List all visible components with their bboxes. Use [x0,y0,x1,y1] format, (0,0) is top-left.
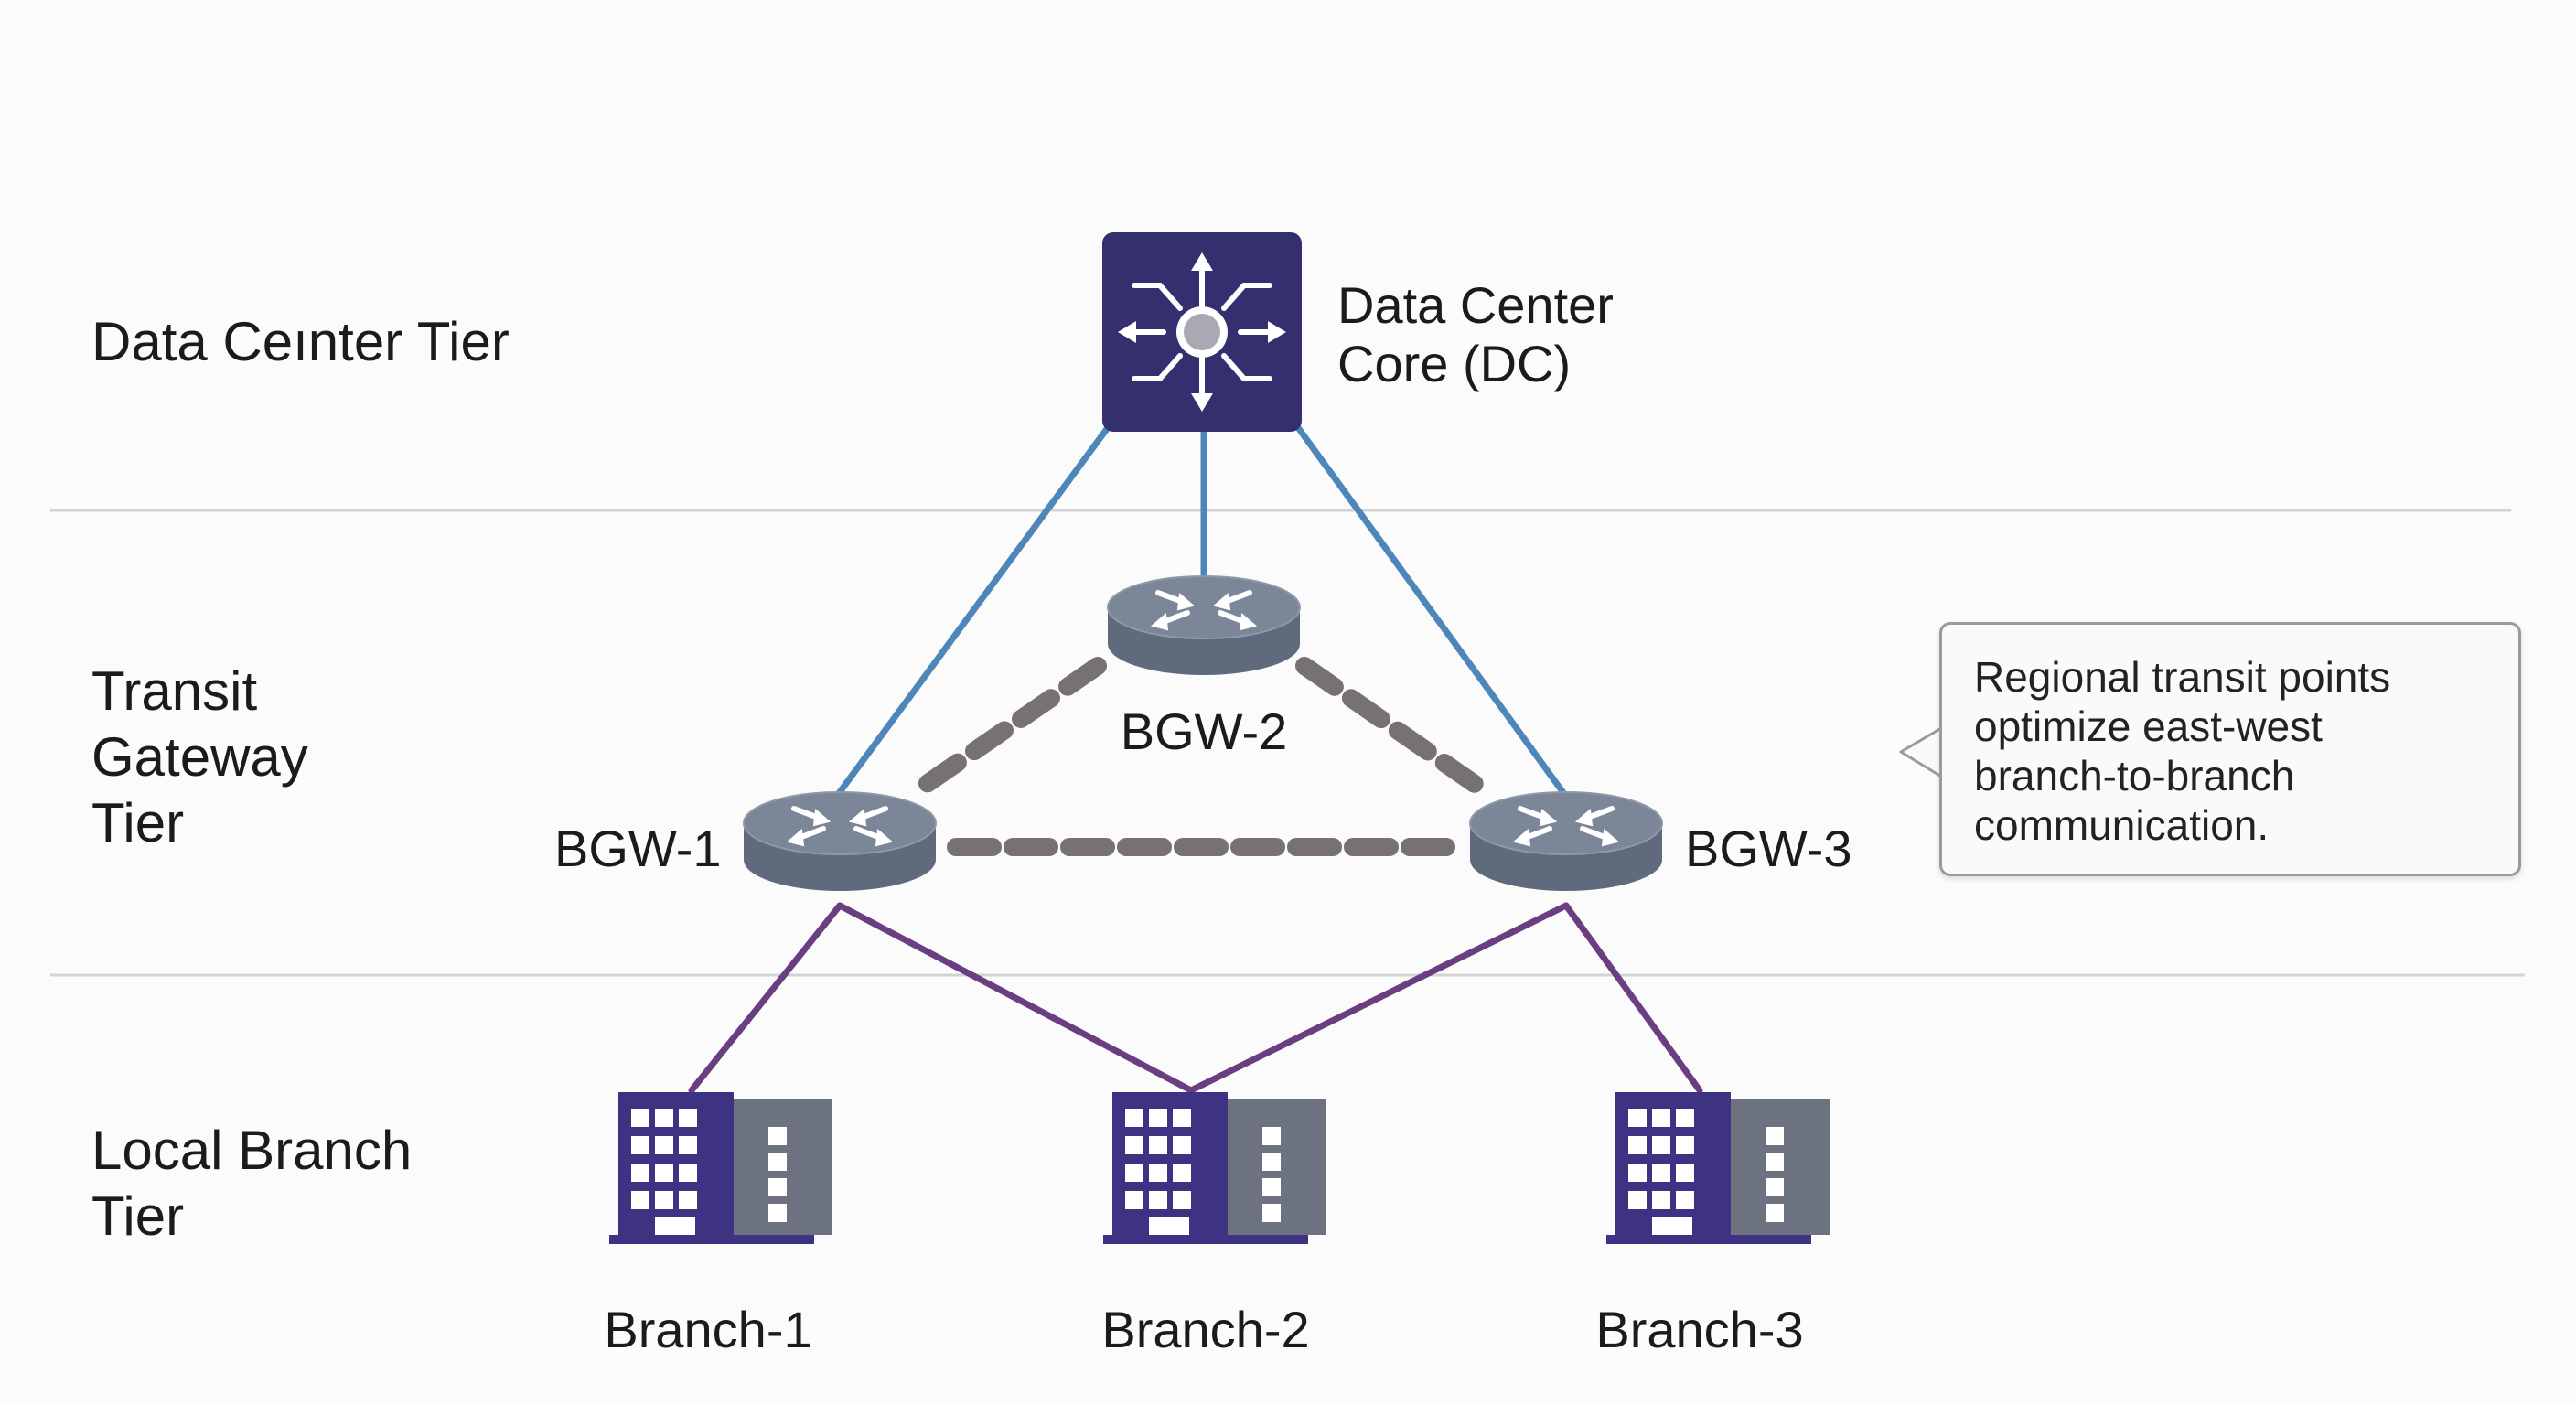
tier-label-data-center: Data Ceınter Tier [91,311,510,372]
link-bgw1-branch2 [836,902,1195,1094]
link-bgw3-branch3 [1562,902,1703,1094]
tier-label-transit: Transit Gateway Tier [91,660,308,853]
link-bgw1-branch1 [688,902,843,1094]
bgw1-label: BGW-1 [554,820,722,877]
callout-pointer-seam [1942,728,1946,776]
core-switch-icon [1102,232,1302,432]
building-icon-branch1 [609,1092,832,1244]
link-dc-bgw1 [833,419,1115,799]
branch3-label: Branch-3 [1595,1301,1804,1358]
bgw3-label: BGW-3 [1685,820,1852,877]
branch1-label: Branch-1 [604,1301,812,1358]
building-icon-branch3 [1606,1092,1830,1244]
callout-pointer [1899,725,1945,779]
building-icon-branch2 [1103,1092,1326,1244]
callout-text: Regional transit points optimize east-we… [1974,653,2391,849]
bgw2-label: BGW-2 [1120,702,1288,760]
dc-core-label: Data Center Core (DC) [1337,276,1614,392]
router-icon-bgw1 [744,792,936,891]
tier-label-branch: Local Branch Tier [91,1120,413,1247]
mesh-bgw2-bgw3 [1295,657,1496,801]
callout-box: Regional transit points optimize east-we… [1939,622,2521,876]
router-icon-bgw2 [1108,576,1300,675]
bgw-mesh [906,657,1496,856]
branch-downlinks [688,902,1703,1094]
router-icon-bgw3 [1470,792,1662,891]
dc-uplinks [833,419,1568,799]
mesh-bgw2-bgw1 [906,657,1107,801]
link-bgw3-branch2 [1187,902,1570,1094]
branch2-label: Branch-2 [1101,1301,1310,1358]
link-dc-bgw3 [1291,419,1568,798]
